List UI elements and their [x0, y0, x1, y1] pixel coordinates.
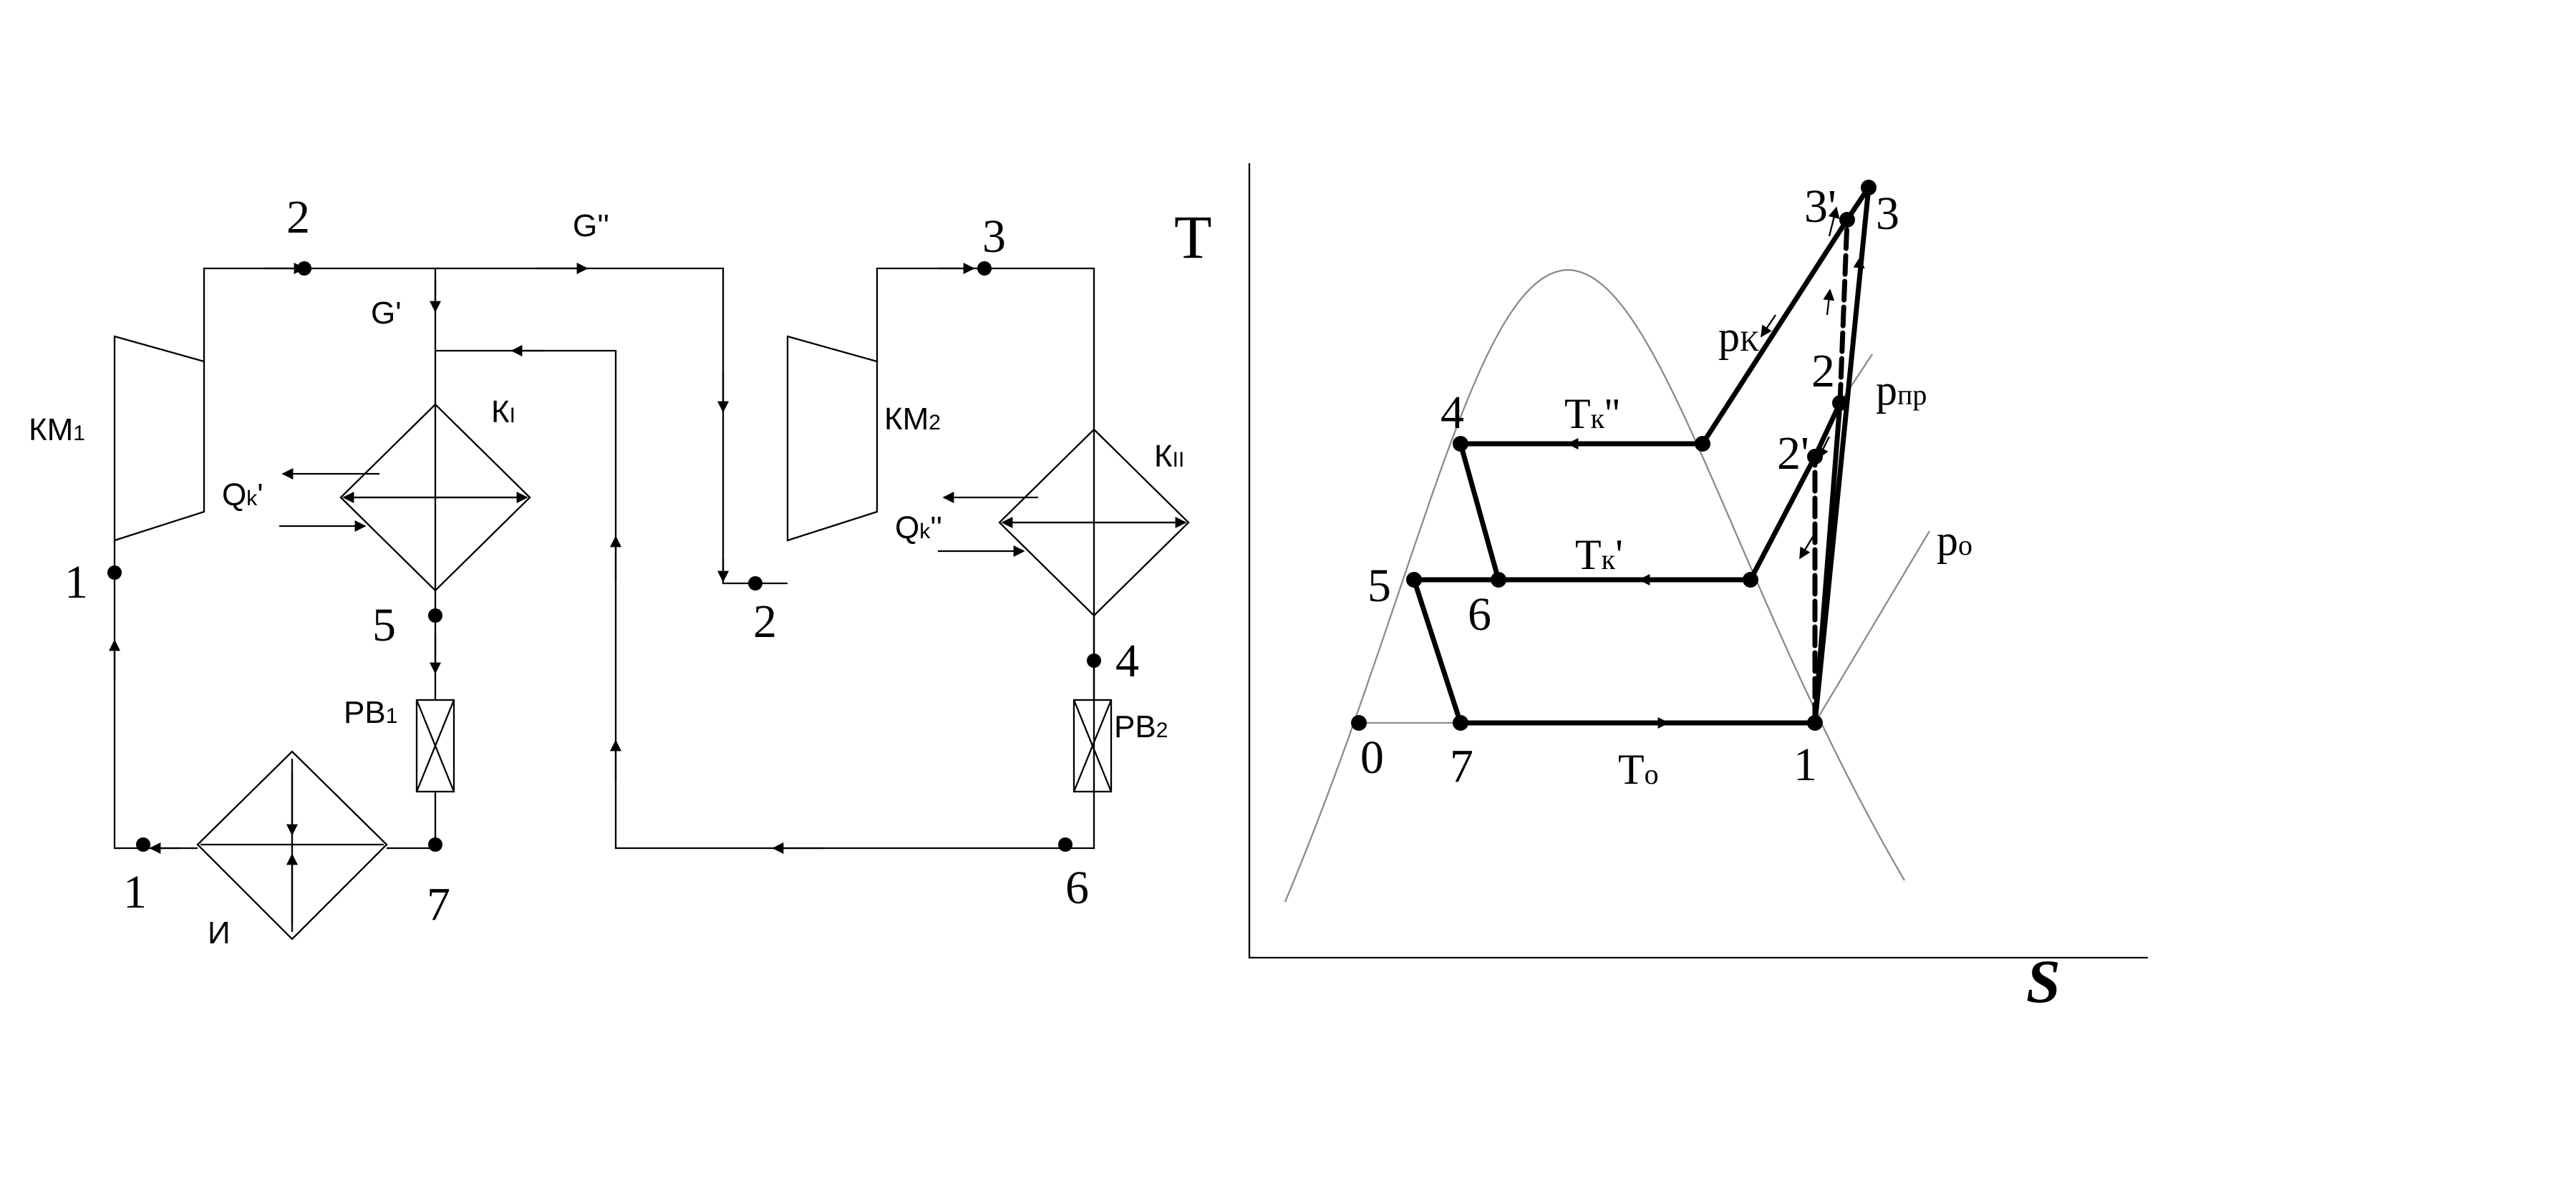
ts-axes	[1248, 163, 2148, 959]
ts-label-1: 1	[1793, 739, 1817, 791]
condenser-1	[339, 403, 531, 592]
node-4	[1087, 653, 1101, 668]
ts-node-tk2-sat	[1695, 436, 1710, 452]
node-7	[428, 837, 442, 852]
ts-node-7	[1453, 715, 1468, 731]
point-label-5: 5	[372, 599, 396, 651]
expansion-valve-1	[415, 699, 455, 793]
ts-label-7: 7	[1450, 740, 1473, 792]
ts-node-tk1-sat	[1743, 572, 1758, 588]
ts-label-3p: 3'	[1804, 180, 1836, 233]
saturation-dome	[1284, 268, 1905, 903]
ts-label-2: 2	[1811, 345, 1835, 397]
point-label-1-bottom: 1	[123, 866, 147, 918]
expansion-valve-2	[1072, 699, 1113, 793]
compressor-2-label: КМ2	[884, 402, 941, 437]
ts-node-0	[1351, 715, 1367, 731]
compressor-1-label: КМ1	[29, 412, 85, 447]
ts-node-1	[1807, 715, 1823, 731]
tk1-label: Тк'	[1575, 531, 1623, 578]
pk-label: pК	[1718, 313, 1759, 360]
to-label: То	[1618, 746, 1659, 793]
point-label-7: 7	[427, 878, 450, 930]
ts-node-2	[1832, 395, 1848, 411]
valve-1-label: РВ1	[344, 695, 397, 730]
point-label-4: 4	[1115, 635, 1139, 687]
node-2-top	[297, 261, 311, 276]
ts-nodes	[1351, 180, 1877, 731]
point-label-2-mid: 2	[753, 596, 777, 648]
tk2-label: Тк''	[1564, 390, 1620, 437]
flow-total-label: G''	[573, 208, 609, 243]
schematic-nodes	[107, 261, 1101, 852]
evaporator-label: И	[208, 915, 231, 951]
ts-node-3	[1861, 180, 1877, 195]
ts-cycle	[1411, 185, 1872, 729]
isobar-p0	[1814, 530, 1930, 724]
piping	[109, 263, 1095, 854]
ts-label-3: 3	[1876, 188, 1899, 240]
ppr-label: pпр	[1876, 366, 1927, 414]
ts-node-3p	[1839, 212, 1855, 228]
point-label-3: 3	[982, 210, 1006, 263]
ts-label-4: 4	[1440, 387, 1464, 439]
ts-label-5: 5	[1367, 560, 1391, 612]
ts-label-0: 0	[1360, 731, 1384, 784]
compressor-1	[113, 335, 205, 542]
cycle-schematic: КМ1 КМ2 КI КII Qk' Qk'' РВ1 РВ2 И G'' G'…	[29, 191, 1190, 951]
ts-node-5	[1406, 572, 1422, 588]
ts-node-4	[1453, 436, 1468, 452]
ts-node-2p	[1807, 449, 1823, 465]
ts-label-2p: 2'	[1777, 427, 1809, 480]
po-label: pо	[1937, 517, 1972, 564]
node-5	[428, 608, 442, 623]
point-label-2-top: 2	[286, 191, 310, 243]
heat-2-label: Qk''	[895, 510, 942, 545]
heat-1-label: Qk'	[222, 477, 263, 512]
condenser-2-label: КII	[1154, 439, 1184, 474]
node-3	[977, 261, 992, 276]
point-label-6: 6	[1065, 862, 1089, 914]
node-6	[1058, 837, 1072, 852]
isobar-ppr	[1839, 354, 1873, 404]
ts-label-6: 6	[1468, 588, 1491, 641]
ts-diagram: T S	[1174, 163, 2148, 1016]
axis-t-label: T	[1174, 203, 1212, 271]
evaporator	[196, 750, 388, 940]
flow-branch-label: G'	[371, 296, 402, 331]
point-label-1-left: 1	[64, 556, 88, 608]
node-1-bottom	[136, 837, 150, 852]
node-1-left	[107, 565, 122, 580]
condenser-1-label: КI	[491, 394, 515, 429]
node-2-mid	[748, 576, 762, 590]
ts-node-6	[1491, 572, 1506, 588]
axis-s-label: S	[2026, 947, 2061, 1016]
compressor-2	[786, 335, 878, 542]
valve-2-label: РВ2	[1114, 709, 1168, 744]
